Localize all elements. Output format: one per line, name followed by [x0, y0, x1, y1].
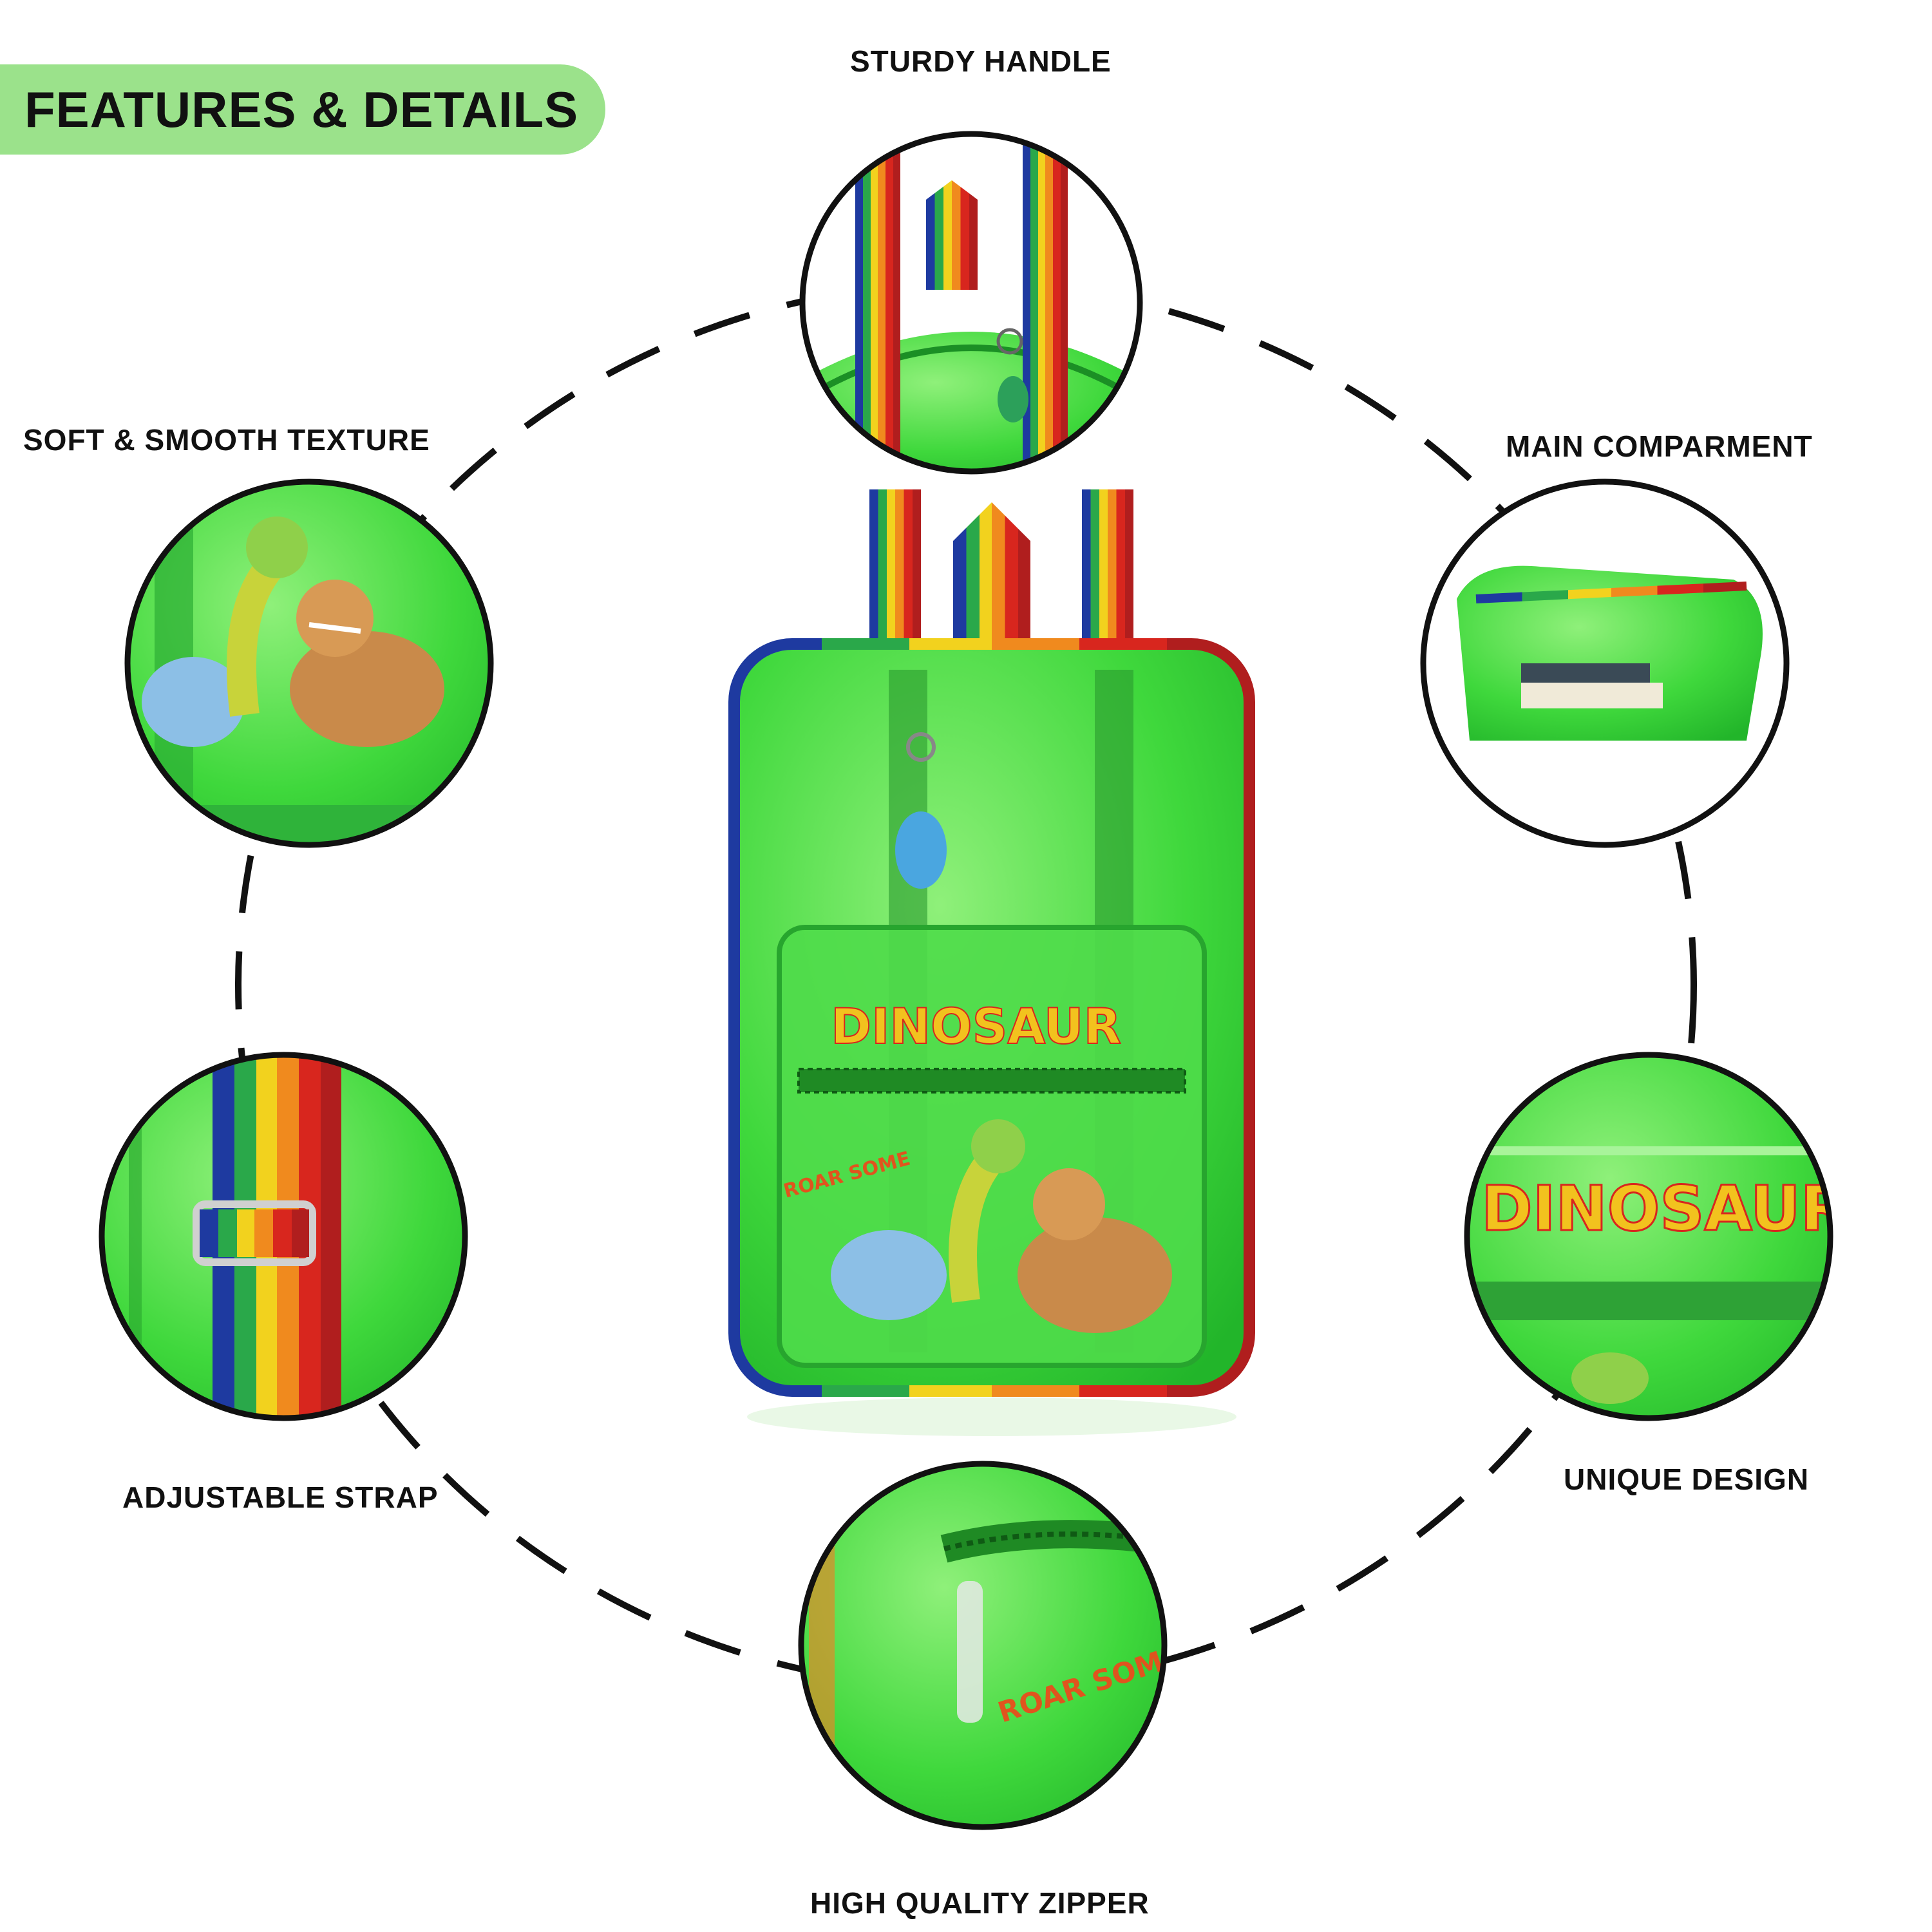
adjustable-strap-detail-image [99, 1052, 468, 1421]
backpack-product-image: DINOSAUR ROAR SOME [728, 489, 1255, 1436]
sturdy-handle-detail-image [799, 131, 1143, 475]
zipper-detail-image: ROAR SOME [798, 1461, 1168, 1830]
label-main-compartment: MAIN COMPARMENT [1506, 430, 1813, 463]
dinosaur-print-text: DINOSAUR [1481, 1173, 1842, 1245]
texture-detail-image [124, 478, 494, 848]
backpack-dinosaur-print: DINOSAUR [831, 998, 1121, 1055]
label-high-quality-zipper: HIGH QUALITY ZIPPER [810, 1886, 1150, 1920]
label-adjustable-strap: ADJUSTABLE STRAP [122, 1481, 439, 1514]
label-soft-texture: SOFT & SMOOTH TEXTURE [23, 423, 430, 457]
main-compartment-detail-image [1420, 478, 1790, 848]
banner-title: FEATURES & DETAILS [24, 80, 579, 138]
label-sturdy-handle: STURDY HANDLE [850, 44, 1112, 78]
label-unique-design: UNIQUE DESIGN [1564, 1463, 1810, 1496]
unique-design-detail-image: DINOSAUR [1464, 1052, 1842, 1421]
features-banner: FEATURES & DETAILS [0, 64, 605, 155]
